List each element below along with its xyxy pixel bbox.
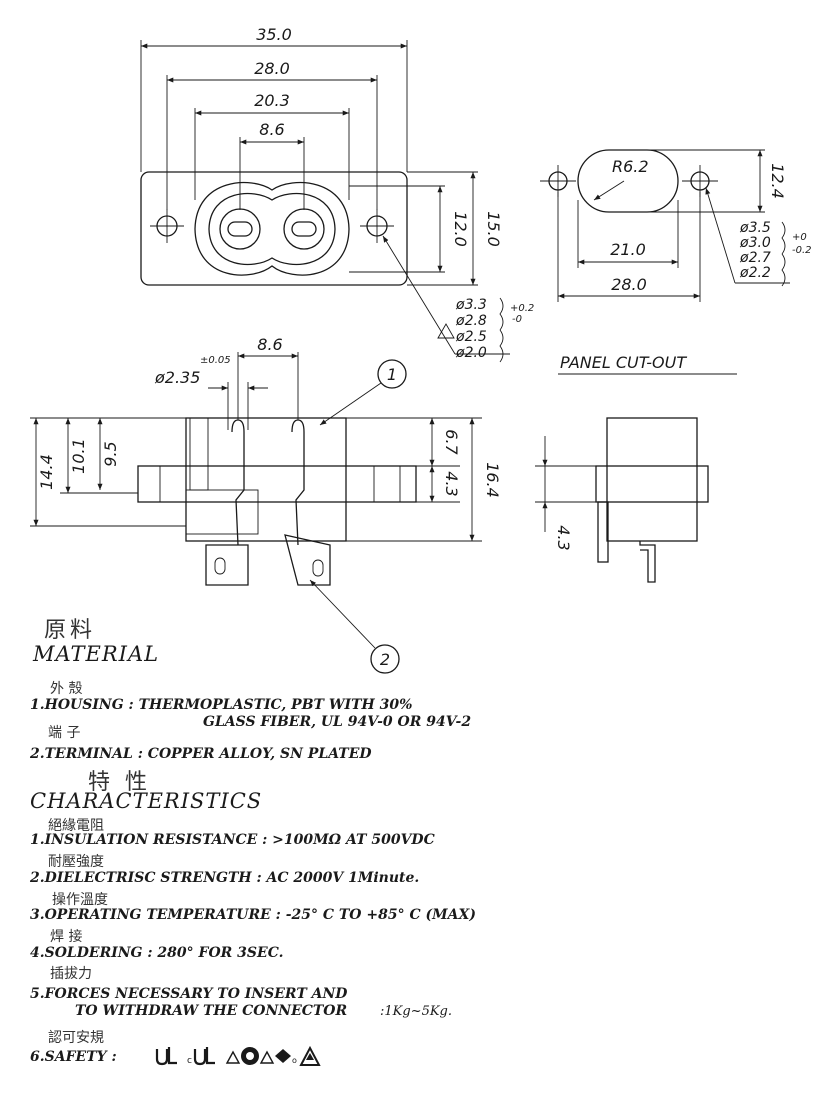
terminal-line1: 2.TERMINAL : COPPER ALLOY, SN PLATED — [30, 746, 372, 762]
cut-dia-3-0: ø3.0 — [739, 235, 771, 251]
characteristics-title: CHARACTERISTICS — [30, 789, 263, 813]
flange-outline — [140, 171, 408, 286]
temperature-cn: 操作溫度 — [52, 892, 108, 908]
dim-12-0: 12.0 — [451, 211, 470, 247]
svg-text:o: o — [292, 1056, 297, 1065]
safety-marks: c o — [155, 1045, 321, 1066]
cut-tol-minus: -0.2 — [792, 245, 812, 256]
cut-dia-2-2: ø2.2 — [739, 265, 771, 281]
dim-21-0: 21.0 — [610, 240, 646, 259]
dim-12-4: 12.4 — [768, 163, 787, 199]
soldering-text: 4.SOLDERING : 280° FOR 3SEC. — [30, 945, 284, 961]
semko-mark-icon — [299, 1045, 321, 1066]
dim-15-0: 15.0 — [484, 211, 503, 247]
end-body — [606, 417, 698, 542]
balloon-2 — [370, 644, 400, 674]
dim-r6-2: R6.2 — [612, 157, 649, 176]
dim-10-1: 10.1 — [69, 438, 88, 474]
forces-line2: TO WITHDRAW THE CONNECTOR — [75, 1003, 348, 1019]
dim-pin-tol: ±0.05 — [200, 355, 231, 366]
hole-tol-minus: -0 — [512, 314, 522, 325]
housing-cn: 外 殼 — [50, 681, 83, 697]
end-view: 4.3 — [535, 417, 709, 583]
panel-cutout-title: PANEL CUT-OUT — [560, 353, 687, 372]
cut-tol-plus: +0 — [792, 232, 807, 243]
ul-recognized-icon — [155, 1047, 177, 1066]
dim-28-0-panel: 28.0 — [611, 275, 647, 294]
side-body — [185, 417, 347, 542]
hole-dia-2-0: ø2.0 — [455, 345, 487, 361]
revision-triangle-icon — [437, 323, 455, 339]
safety-text: 6.SAFETY : — [30, 1049, 117, 1065]
forces-cn: 插拔力 — [50, 966, 92, 982]
insulation-text: 1.INSULATION RESISTANCE : >100MΩ AT 500V… — [30, 832, 435, 848]
cut-dia-2-7: ø2.7 — [739, 250, 771, 266]
terminal-left — [205, 544, 249, 586]
forces-line1: 5.FORCES NECESSARY TO INSERT AND — [30, 986, 348, 1002]
soldering-cn: 焊 接 — [50, 929, 83, 945]
dim-pin-dia: ø2.35 — [154, 368, 200, 387]
housing-line2: GLASS FIBER, UL 94V-0 OR 94V-2 — [203, 714, 472, 730]
pin-left — [231, 419, 245, 546]
dielectric-cn: 耐壓強度 — [48, 854, 104, 870]
figure-eight-body-inner — [208, 192, 336, 266]
balloon-1 — [377, 359, 407, 389]
side-view: 8.6 ø2.35 ±0.05 14.4 10.1 9.5 6.7 4.3 16… — [30, 335, 502, 674]
hole-tol-plus: +0.2 — [510, 303, 534, 314]
dim-20-3: 20.3 — [254, 91, 290, 110]
dim-28-0: 28.0 — [254, 59, 290, 78]
hole-dia-2-5: ø2.5 — [455, 329, 487, 345]
housing-line1: 1.HOUSING : THERMOPLASTIC, PBT WITH 30% — [30, 697, 413, 713]
dim-4-3: 4.3 — [442, 471, 461, 496]
vde-mark-icon: o — [259, 1049, 297, 1065]
insulation-cn: 絕緣電阻 — [48, 818, 104, 834]
figure-eight-body-outer — [194, 181, 350, 276]
balloon-2-label: 2 — [380, 650, 390, 669]
forces-value: :1Kg~5Kg. — [380, 1004, 453, 1019]
characteristics-cn-title: 特 性 — [88, 770, 151, 795]
hole-dia-2-8: ø2.8 — [455, 313, 487, 329]
cut-dia-3-5: ø3.5 — [739, 220, 771, 236]
cutout-slot — [577, 149, 679, 213]
material-cn-title: 原料 — [44, 618, 97, 643]
dim-35-0: 35.0 — [256, 25, 292, 44]
cul-recognized-icon: c — [187, 1047, 215, 1066]
material-title: MATERIAL — [33, 642, 160, 666]
dim-8-6: 8.6 — [259, 120, 284, 139]
balloon-1-label: 1 — [387, 365, 397, 384]
dielectric-text: 2.DIELECTRISC STRENGTH : AC 2000V 1Minut… — [30, 870, 420, 886]
pin-right — [291, 419, 305, 546]
dim-6-7: 6.7 — [442, 429, 461, 455]
dim-side-8-6: 8.6 — [257, 335, 282, 354]
svg-text:c: c — [187, 1056, 192, 1066]
end-flange — [595, 465, 709, 503]
ccc-mark-icon — [225, 1047, 259, 1065]
dim-end-4-3: 4.3 — [554, 525, 573, 550]
terminal-cn: 端 子 — [48, 725, 81, 741]
panel-cutout-view: R6.2 12.4 21.0 28.0 ø3.5 ø3.0 ø2.7 ø2.2 … — [540, 149, 812, 375]
hole-dia-3-3: ø3.3 — [455, 297, 487, 313]
dim-9-5: 9.5 — [101, 441, 120, 466]
temperature-text: 3.OPERATING TEMPERATURE : -25° C TO +85°… — [30, 907, 476, 923]
safety-cn: 認可安規 — [48, 1030, 104, 1046]
top-view: 35.0 28.0 20.3 8.6 12.0 15.0 ø3.3 ø2.8 ø… — [140, 25, 534, 363]
terminal-right — [284, 534, 331, 586]
dim-16-4: 16.4 — [483, 462, 502, 498]
dim-14-4: 14.4 — [37, 454, 56, 490]
